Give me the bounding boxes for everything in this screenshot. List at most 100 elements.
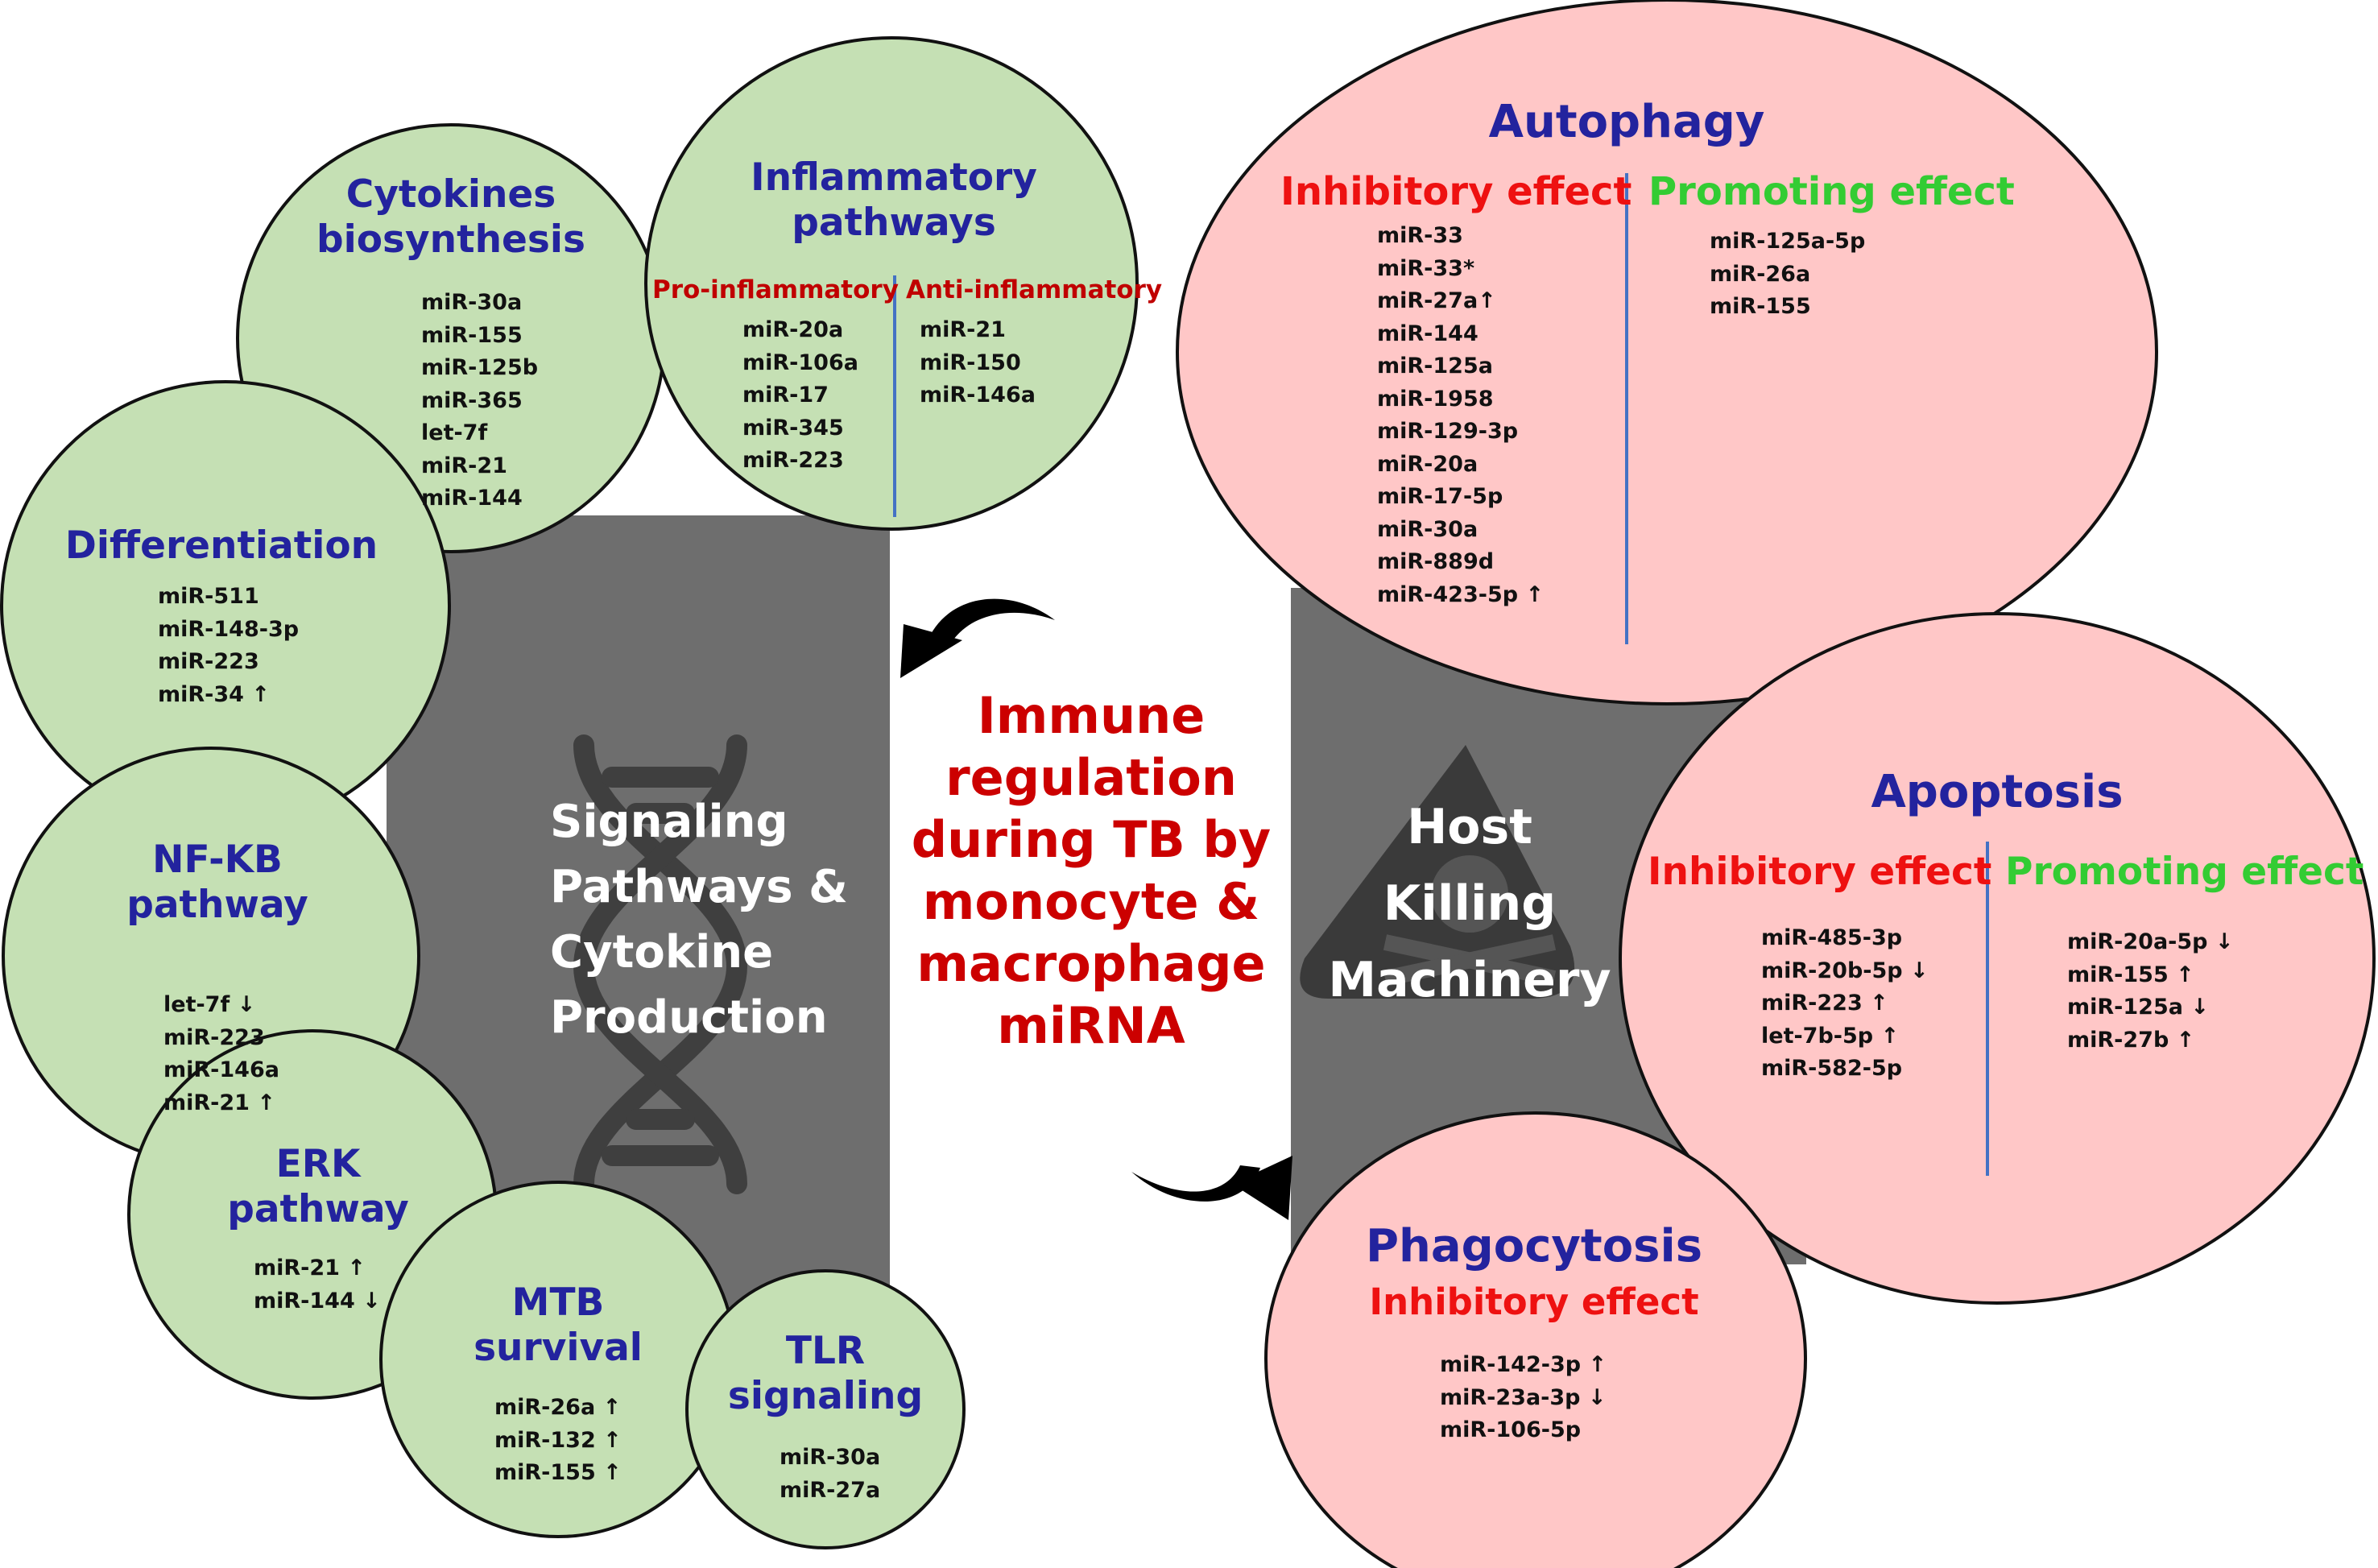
list-item: miR-889d [1377,549,1495,574]
list-item: miR-150 [920,350,1021,375]
list-item: miR-33* [1377,255,1475,281]
list-item: let-7b-5p ↑ [1761,1023,1900,1049]
phagocytosis-title: Phagocytosis [1365,1220,1703,1272]
list-item: miR-365 [421,387,523,413]
nfkb-mirna-list: let-7f ↓ miR-223 miR-146a miR-21 ↑ [163,989,279,1119]
list-item: miR-20a [742,317,844,342]
center-title: Immune regulation during TB by monocyte … [911,686,1272,1055]
phagocytosis-inhibitory-label: Inhibitory effect [1369,1280,1699,1323]
tlr-circle [685,1269,966,1549]
pro-inflammatory-list: miR-20a miR-106a miR-17 miR-345 miR-223 [742,314,858,478]
list-item: miR-345 [742,415,844,441]
list-item: miR-106-5p [1440,1417,1582,1442]
autophagy-promoting-list: miR-125a-5p miR-26a miR-155 [1710,225,1865,324]
list-item: miR-155 ↑ [2067,962,2194,987]
phagocytosis-mirna-list: miR-142-3p ↑ miR-23a-3p ↓ miR-106-5p [1440,1349,1607,1447]
list-item: miR-27b ↑ [2067,1027,2195,1053]
list-item: miR-21 [920,317,1006,342]
autophagy-promoting-label: Promoting effect [1648,169,2015,214]
list-item: miR-26a ↑ [494,1395,622,1420]
list-item: let-7f [421,420,488,445]
list-item: miR-125a [1377,354,1493,379]
tlr-mirna-list: miR-30a miR-27a [780,1442,880,1507]
list-item: miR-129-3p [1377,419,1519,444]
list-item: miR-423-5p ↑ [1377,581,1545,607]
mtb-mirna-list: miR-26a ↑ miR-132 ↑ miR-155 ↑ [494,1392,622,1490]
list-item: miR-223 [742,448,844,473]
skull-warning-icon [1300,745,1575,999]
list-item: miR-485-3p [1761,925,1903,950]
inflammatory-circle [644,36,1139,531]
inflammatory-title: Inflammatory pathways [751,155,1037,246]
list-item: miR-20a-5p ↓ [2067,929,2234,954]
list-item: miR-223 [163,1024,265,1050]
list-item: miR-106a [742,350,858,375]
list-item: miR-155 [421,322,523,348]
list-item: miR-20b-5p ↓ [1761,958,1929,983]
list-item: miR-30a [1377,516,1478,542]
list-item: miR-21 [421,453,507,478]
apoptosis-inhibitory-label: Inhibitory effect [1648,850,1992,894]
autophagy-inhibitory-label: Inhibitory effect [1280,169,1632,214]
list-item: miR-144 [421,486,523,511]
list-item: miR-511 [158,584,259,609]
apoptosis-promoting-label: Promoting effect [2005,850,2364,894]
list-item: miR-132 ↑ [494,1427,622,1453]
apoptosis-inhibitory-list: miR-485-3p miR-20b-5p ↓ miR-223 ↑ let-7b… [1761,922,1929,1086]
list-item: miR-125a ↓ [2067,995,2209,1020]
apoptosis-title: Apoptosis [1871,766,2124,818]
cytokines-mirna-list: miR-30a miR-155 miR-125b miR-365 let-7f … [421,287,538,515]
list-item: miR-30a [421,290,523,315]
signaling-pathways-label: Signaling Pathways & Cytokine Production [550,796,848,1044]
anti-inflammatory-label: Anti-inflammatory [906,275,1163,304]
list-item: miR-146a [920,383,1036,408]
list-item: miR-146a [163,1057,279,1082]
list-item: miR-34 ↑ [158,681,270,707]
nfkb-title: NF-KB pathway [126,838,308,928]
apoptosis-promoting-list: miR-20a-5p ↓ miR-155 ↑ miR-125a ↓ miR-27… [2067,926,2234,1057]
host-killing-label: Host Killing Machinery [1328,799,1611,1008]
phagocytosis-ellipse [1264,1111,1807,1568]
list-item: miR-148-3p [158,616,300,642]
list-item: miR-30a [780,1445,881,1470]
list-item: miR-223 [158,649,259,674]
list-item: miR-125a-5p [1710,229,1866,254]
list-item: miR-155 [1710,294,1811,319]
apoptosis-ellipse [1619,612,2376,1305]
arrow-to-host-killing [1131,1156,1292,1220]
list-item: miR-27a↑ [1377,288,1496,313]
list-item: miR-26a [1710,261,1811,287]
dna-icon [573,734,748,1194]
autophagy-title: Autophagy [1488,96,1765,148]
list-item: miR-33 [1377,223,1463,248]
list-item: miR-125b [421,355,539,380]
cytokines-title: Cytokines biosynthesis [316,172,585,263]
list-item: miR-21 ↑ [163,1090,275,1115]
arrow-to-signaling [900,598,1055,678]
list-item: miR-21 ↑ [254,1256,366,1280]
autophagy-inhibitory-list: miR-33 miR-33* miR-27a↑ miR-144 miR-125a… [1377,220,1544,611]
list-item: miR-223 ↑ [1761,991,1888,1016]
list-item: miR-17-5p [1377,484,1503,509]
differentiation-title: Differentiation [64,523,378,568]
anti-inflammatory-list: miR-21 miR-150 miR-146a [920,314,1036,412]
list-item: miR-582-5p [1761,1056,1903,1081]
list-item: miR-27a [780,1477,881,1503]
mtb-title: MTB survival [474,1280,643,1371]
list-item: miR-23a-3p ↓ [1440,1384,1607,1410]
autophagy-ellipse [1176,0,2158,705]
pro-inflammatory-label: Pro-inflammatory [652,275,899,304]
list-item: miR-20a [1377,451,1478,477]
list-item: miR-144 [1377,321,1478,346]
list-item: miR-17 [742,383,829,408]
list-item: miR-1958 [1377,386,1494,412]
list-item: let-7f ↓ [163,992,256,1017]
list-item: miR-142-3p ↑ [1440,1352,1607,1377]
differentiation-mirna-list: miR-511 miR-148-3p miR-223 miR-34 ↑ [158,581,299,711]
tlr-title: TLR signaling [727,1329,924,1419]
erk-title: ERK pathway [227,1142,409,1232]
erk-mirna-list: miR-21 ↑ miR-144 ↓ [254,1252,381,1318]
list-item: miR-144 ↓ [254,1288,381,1314]
